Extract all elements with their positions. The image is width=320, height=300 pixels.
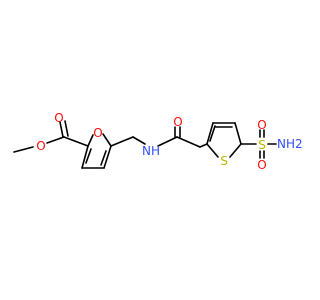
bond-furan-c2-o — [87, 134, 94, 147]
atom-methoxy-oxygen: O — [36, 139, 45, 153]
atom-sulfonyl-oxygen-top: O — [257, 118, 266, 132]
atom-amide-oxygen: O — [173, 115, 182, 129]
bond-o-carbonylc — [46, 136, 65, 144]
bond-carbonylc-furan — [63, 136, 89, 147]
bond-furan-c5-c4 — [103, 145, 112, 169]
bond-thio-c2-double — [209, 125, 216, 142]
bond-co-double-1 — [59, 121, 64, 138]
bond-furan-c4-c4-double — [100, 150, 107, 166]
bond-methyl-o — [13, 146, 34, 153]
bond-nh-carbonyl — [157, 136, 178, 147]
atom-amide-nitrogen: NH — [142, 144, 160, 158]
bond-carbonyl-ch2 — [176, 136, 201, 148]
atom-sulfonyl-oxygen-bottom: O — [257, 158, 266, 172]
atom-sulfonyl-sulfur: S — [258, 138, 266, 152]
atom-sulfonamide-nitrogen: NH2 — [277, 137, 303, 151]
bond-furan-c3-c2-double — [85, 148, 92, 164]
bond-thio-s-c2 — [206, 143, 219, 158]
bond-furan-ch2 — [110, 136, 134, 147]
bond-ch2-thiophene — [199, 143, 208, 148]
bond-thio-c2-c3 — [206, 122, 214, 145]
bond-thio-c4-c5 — [234, 122, 242, 145]
bond-co-double-2 — [64, 120, 69, 137]
bond-furan-c3-c2 — [81, 145, 89, 169]
atom-furan-oxygen: O — [93, 126, 102, 140]
bond-furan-o-c5 — [102, 133, 112, 147]
atom-carbonyl-oxygen: O — [54, 111, 63, 125]
molecule-structure-diagram: O O O NH O S S O O NH2 — [13, 111, 303, 172]
atom-thiophene-sulfur: S — [220, 154, 228, 168]
bond-thio-c5-s — [229, 143, 242, 158]
bond-ch2-nh — [132, 136, 146, 145]
